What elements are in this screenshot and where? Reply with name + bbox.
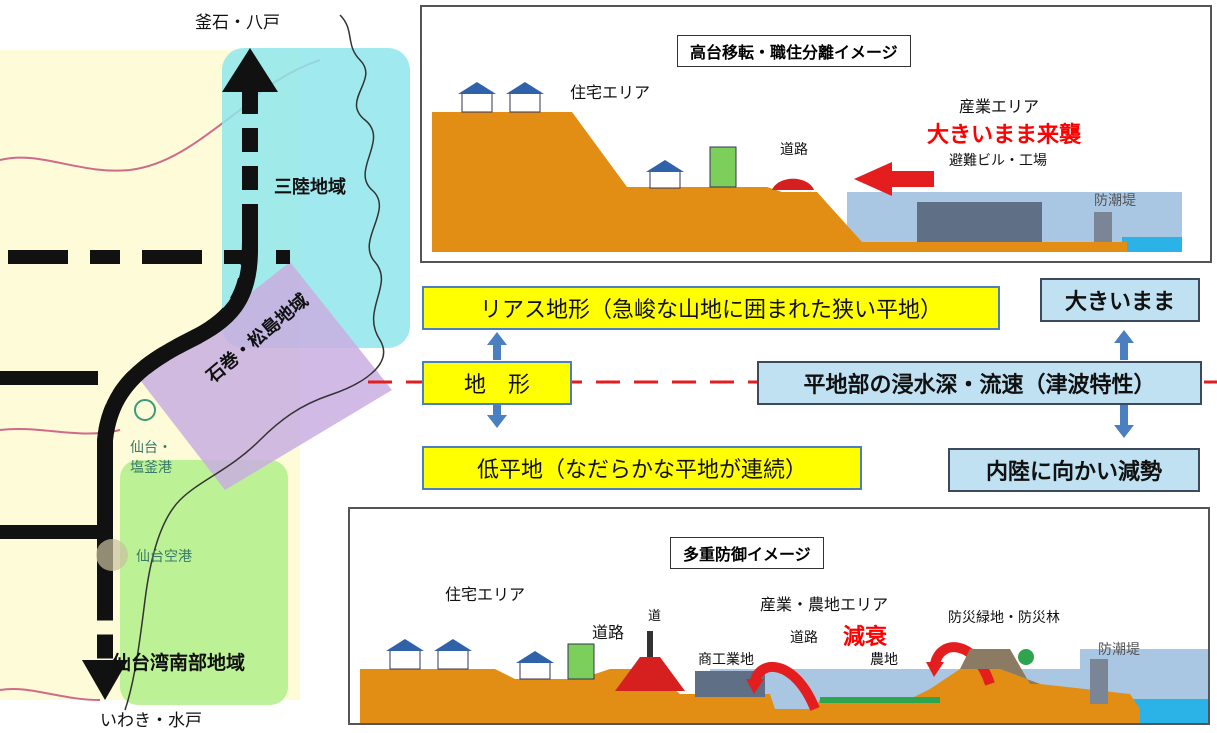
terrain-lower-box: 低平地（なだらかな平地が連続） (422, 446, 862, 490)
border-line-3 (0, 688, 101, 701)
farmland-strip (820, 697, 940, 703)
seawall-icon (1090, 659, 1108, 704)
decay-arrowhead-1 (746, 679, 764, 694)
house-icon (437, 648, 469, 670)
airport-label: 仙台空港 (136, 549, 192, 565)
house-icon (519, 660, 551, 680)
bottom-residential-label: 住宅エリア (445, 585, 526, 604)
tsunami-arrow-icon (854, 162, 934, 196)
bottom-road1-label: 道路 (592, 623, 625, 642)
top-sea-deep (1122, 237, 1182, 252)
top-industrial-label: 産業エリア (959, 97, 1040, 116)
sanriku-label: 三陸地域 (274, 177, 346, 198)
top-seawall-label: 防潮堤 (1094, 193, 1136, 209)
terrain-upper-box: リアス地形（急峻な山地に囲まれた狭い平地） (422, 286, 1000, 330)
bottom-commerce-label: 商工業地 (698, 652, 754, 668)
bottom-greenbelt-label: 防災緑地・防災林 (948, 610, 1060, 626)
road-mound (772, 178, 814, 190)
port-label: 仙台・ 塩釜港 (130, 440, 172, 476)
road-pole (647, 631, 653, 657)
airport-icon (96, 539, 128, 571)
tsunami-up-arrow-icon (1114, 330, 1134, 360)
house-icon (389, 648, 421, 670)
top-panel-title: 高台移転・職住分離イメージ (677, 35, 911, 67)
greenbelt-mound (960, 649, 1040, 684)
roof-icon (506, 82, 544, 94)
tsunami-upper-box: 大きいまま (1040, 278, 1200, 322)
coastline (124, 14, 385, 711)
tsunami-center-box: 平地部の浸水深・流速（津波特性） (757, 361, 1202, 405)
region-sanriku (222, 48, 410, 348)
top-panel-svg (432, 82, 1182, 252)
bottom-road1-small-label: 道 (648, 609, 662, 624)
bottom-farmland-label: 農地 (870, 652, 898, 668)
building-icon (567, 643, 595, 680)
arrow-north (222, 48, 278, 92)
house-icon (649, 169, 681, 189)
map-svg (0, 14, 410, 711)
sendai-south-label: 仙台湾南部地域 (112, 652, 246, 674)
building-icon (709, 146, 737, 188)
roof-icon (516, 651, 554, 663)
south-destination-label: いわき・水戸 (100, 711, 202, 731)
seawall-icon (1094, 212, 1112, 242)
tsunami-lower-box: 内陸に向かい減勢 (948, 448, 1200, 492)
top-evac-label: 避難ビル・工場 (949, 153, 1047, 169)
tsunami-down-arrow-icon (1114, 405, 1134, 438)
north-destination-label: 釜石・八戸 (195, 13, 280, 33)
top-tsunami-label: 大きいまま来襲 (927, 123, 1082, 148)
top-panel: 高台移転・職住分離イメージ 住宅エリア 産業エリア 大きいまま来襲 道路 避難ビ… (420, 5, 1212, 263)
region-sendai-south (120, 460, 288, 705)
tree-icon (1018, 649, 1034, 665)
bottom-panel-svg (360, 631, 1208, 723)
factory-icon (917, 202, 1042, 242)
house-icon (461, 91, 493, 113)
roof-icon (434, 639, 472, 651)
region-ishinomaki (140, 262, 392, 490)
bottom-panel: 多重防御イメージ 住宅エリア 道路 道 商工業地 産業・農地エリア 道路 減衰 … (348, 507, 1210, 725)
route-solid (97, 210, 258, 600)
terrain-up-arrow-icon (487, 332, 507, 360)
embankment-road (615, 657, 685, 691)
arrow-south (82, 660, 128, 700)
bottom-road2-label: 道路 (790, 630, 818, 646)
decay-arrow-2-icon (930, 642, 995, 686)
top-residential-label: 住宅エリア (570, 83, 651, 102)
roof-icon (646, 160, 684, 172)
house-icon (509, 91, 541, 113)
bottom-decay-label: 減衰 (843, 625, 888, 650)
anchor-icon (134, 399, 156, 421)
top-road-label: 道路 (780, 142, 808, 158)
decay-arrow-1-icon (750, 662, 820, 711)
bottom-sea-deep (1130, 699, 1208, 723)
bottom-agri-label: 産業・農地エリア (760, 595, 889, 614)
map-area: 釜石・八戸 いわき・水戸 三陸地域 石巻・松島地域 仙台湾南部地域 仙台・ 塩釜… (0, 0, 420, 731)
bottom-panel-title: 多重防御イメージ (670, 537, 824, 569)
top-land (432, 112, 1127, 252)
decay-arrowhead-2 (926, 662, 944, 677)
terrain-center-box: 地 形 (422, 361, 572, 405)
roof-icon (458, 82, 496, 94)
roof-icon (386, 639, 424, 651)
bottom-seawall-label: 防潮堤 (1098, 642, 1140, 658)
